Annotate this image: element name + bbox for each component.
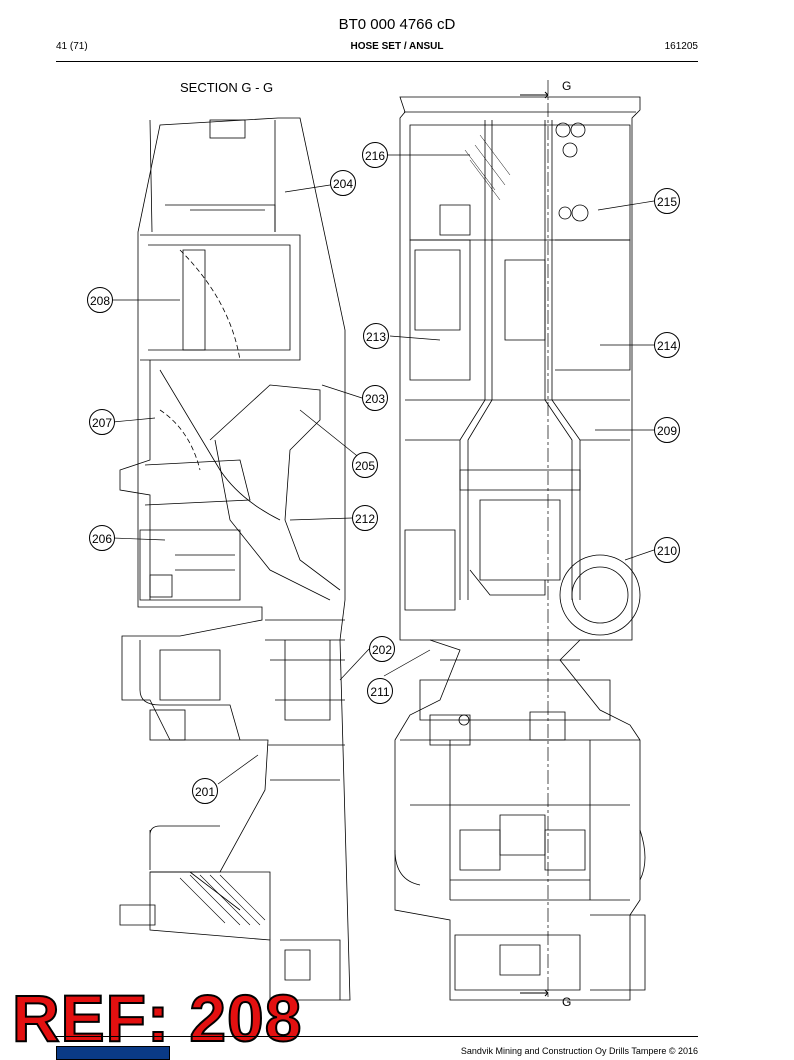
page-number: 41 (71) bbox=[56, 41, 88, 52]
callout-206: 206 bbox=[89, 525, 115, 551]
header-rule bbox=[56, 61, 698, 62]
document-subject: HOSE SET / ANSUL bbox=[350, 41, 444, 52]
callout-212: 212 bbox=[352, 505, 378, 531]
document-date: 161205 bbox=[664, 41, 698, 52]
callout-205: 205 bbox=[352, 452, 378, 478]
callout-216: 216 bbox=[362, 142, 388, 168]
callout-204: 204 bbox=[330, 170, 356, 196]
callout-203: 203 bbox=[362, 385, 388, 411]
doc-title: BT0 000 4766 cD bbox=[338, 16, 456, 33]
section-mark-top: G bbox=[562, 79, 572, 93]
callout-207: 207 bbox=[89, 409, 115, 435]
callout-210: 210 bbox=[654, 537, 680, 563]
top-view-right bbox=[394, 80, 646, 1001]
copyright-footer: Sandvik Mining and Construction Oy Drill… bbox=[460, 1046, 698, 1056]
callout-213: 213 bbox=[363, 323, 389, 349]
section-view-left bbox=[119, 117, 351, 1001]
section-label: SECTION G - G bbox=[180, 80, 274, 95]
callout-202: 202 bbox=[369, 636, 395, 662]
company-logo bbox=[56, 1046, 170, 1060]
callout-201: 201 bbox=[192, 778, 218, 804]
callout-208: 208 bbox=[87, 287, 113, 313]
callout-211: 211 bbox=[367, 678, 393, 704]
footer-rule bbox=[56, 1036, 698, 1037]
section-mark-bottom: G bbox=[562, 995, 572, 1009]
callout-209: 209 bbox=[654, 417, 680, 443]
callout-214: 214 bbox=[654, 332, 680, 358]
callout-215: 215 bbox=[654, 188, 680, 214]
reference-overlay: REF: 208 bbox=[11, 981, 303, 1055]
